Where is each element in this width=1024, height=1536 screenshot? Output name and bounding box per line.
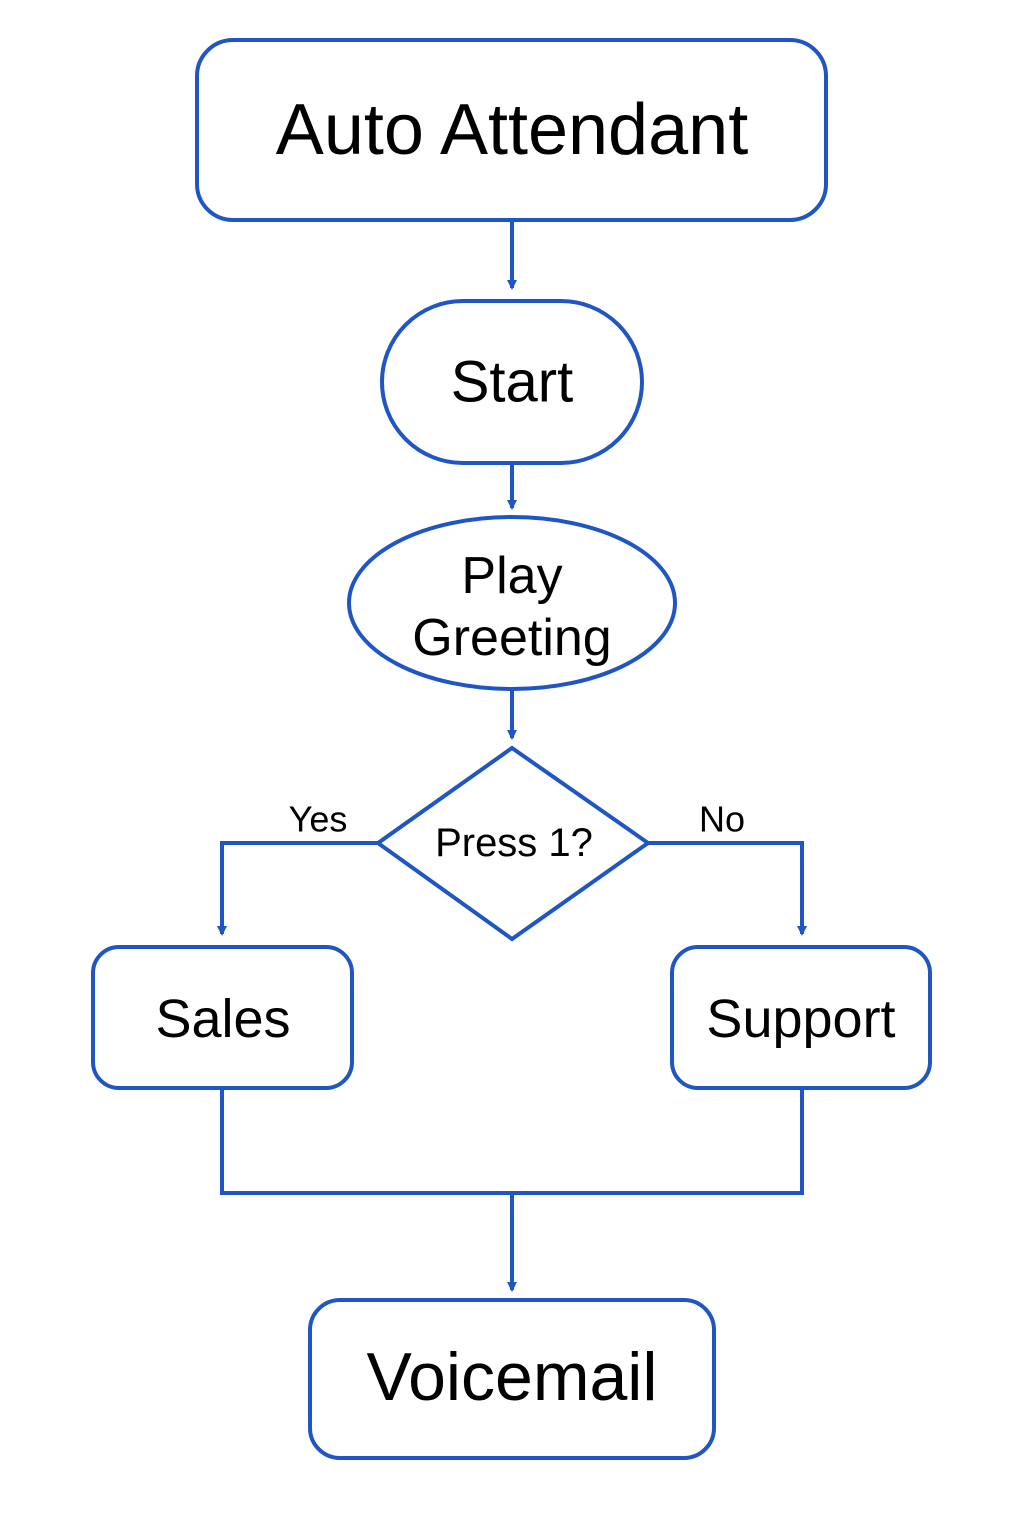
sales-node-label: Sales	[155, 989, 290, 1049]
merge-line	[220, 1088, 804, 1195]
arrow-yes-to-sales	[217, 841, 378, 936]
sales-node: Sales	[91, 945, 354, 1090]
title-node: Auto Attendant	[195, 38, 828, 222]
voicemail-node: Voicemail	[308, 1298, 716, 1460]
start-node-label: Start	[451, 350, 574, 415]
greeting-node-label-line2: Greeting	[412, 609, 611, 667]
decision-node: Press 1?	[374, 745, 652, 942]
support-node: Support	[670, 945, 932, 1090]
voicemail-node-label: Voicemail	[366, 1339, 657, 1415]
title-node-label: Auto Attendant	[276, 90, 748, 170]
greeting-node-label-line1: Play	[461, 547, 562, 605]
decision-node-label: Press 1?	[435, 821, 593, 865]
greeting-node: Play Greeting	[347, 515, 677, 691]
connectors	[217, 220, 807, 1292]
yes-branch-label: Yes	[289, 799, 348, 840]
arrow-no-to-support	[648, 841, 807, 936]
start-node: Start	[380, 299, 644, 465]
no-branch-label: No	[699, 799, 745, 840]
support-node-label: Support	[706, 989, 895, 1049]
